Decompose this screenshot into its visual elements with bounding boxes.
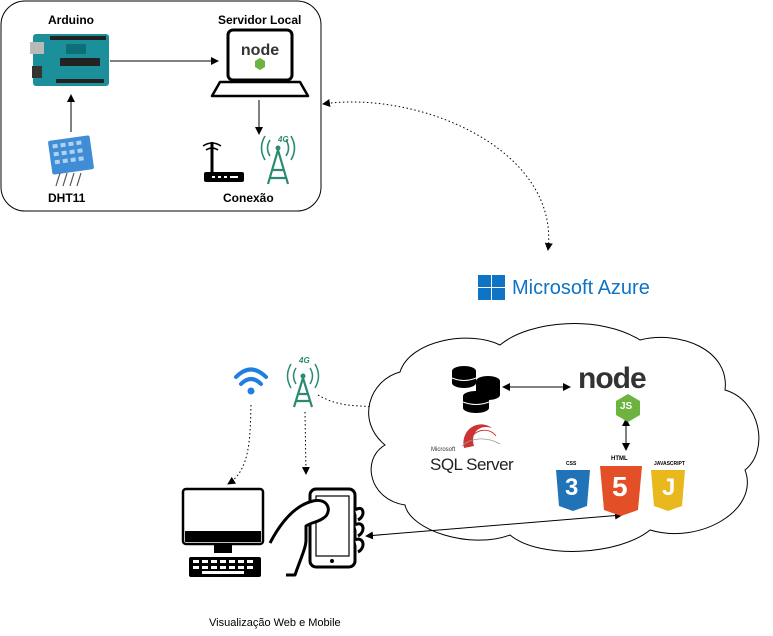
arduino-label: Arduino [48,13,94,27]
4g-badge-client: 4G [299,356,310,365]
phone-web-link [365,511,623,540]
connection-label: Conexão [223,191,274,205]
arduino-board-icon [30,34,109,86]
hand-phone-icon [268,487,365,577]
database-icon [451,366,500,413]
html5-badge-icon [600,466,642,516]
html5-glyph: 5 [612,471,628,502]
laptop-server-icon: node [210,28,310,98]
router-icon [202,142,244,182]
tower-to-cloud-dotted-link [317,394,373,408]
sql-server-logo-icon [461,424,501,448]
tower-to-phone-dotted-link [301,411,310,475]
desktop-computer-icon [181,487,265,577]
azure-logo-icon [478,275,505,300]
local-to-azure-dotted-link [322,99,553,251]
javascript-badge-icon [651,470,685,511]
wifi-icon [234,367,268,395]
sql-server-label: SQL Server [430,455,514,474]
nodejs-logo-text: node [578,362,647,395]
css-label: CSS [566,461,577,467]
cell-tower-4g-client-icon [286,363,320,408]
sql-server-brand-small: Microsoft [431,447,456,453]
wifi-to-desktop-dotted-link [227,404,252,485]
sensor-label: DHT11 [48,191,86,205]
javascript-glyph: J [662,474,676,501]
4g-badge-local: 4G [277,135,289,144]
nodejs-js-badge: JS [620,401,633,412]
css3-glyph: 3 [565,474,579,501]
dht11-sensor-icon [48,135,94,187]
cell-tower-4g-icon: 4G [260,135,296,185]
css3-badge-icon [556,470,590,511]
server-label: Servidor Local [218,13,302,27]
javascript-label: JAVASCRIPT [654,461,685,467]
svg-text:node: node [241,42,279,59]
azure-cloud-shape [368,323,760,552]
nodejs-logo-icon [616,394,640,422]
html-label: HTML [611,456,628,462]
client-caption: Visualização Web e Mobile [209,617,341,629]
azure-label: Microsoft Azure [512,277,650,299]
